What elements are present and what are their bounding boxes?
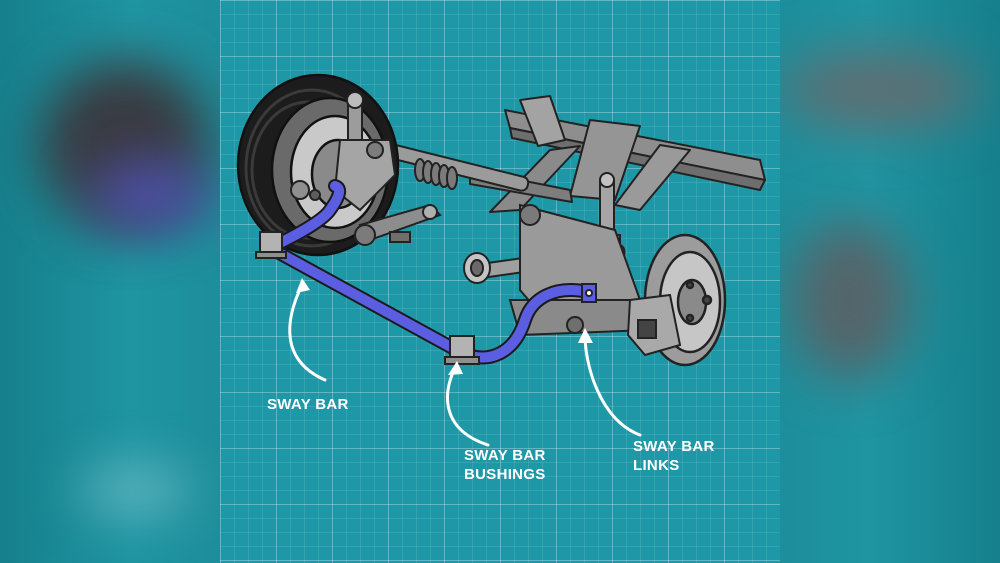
suspension-illustration xyxy=(236,73,766,447)
sway-bar-link xyxy=(581,283,597,303)
right-blurred-background xyxy=(780,0,1000,563)
right-blurred-wheel xyxy=(790,220,910,380)
sway-bar-bushings-label-line1: SWAY BAR xyxy=(464,447,546,464)
sway-bar-arrow xyxy=(288,283,327,382)
front-lower-arm xyxy=(354,203,442,246)
bushings-arrowhead xyxy=(448,361,463,375)
chassis-frame xyxy=(469,95,766,213)
left-blurred-text xyxy=(80,470,190,510)
sway-bar-arrowhead xyxy=(296,278,310,293)
sway-bar-bushings-label-line2: BUSHINGS xyxy=(464,466,546,483)
sway-bar-links-label-line2: LINKS xyxy=(633,457,680,474)
arrows xyxy=(288,278,642,447)
sway-bar-links-label-line1: SWAY BAR xyxy=(633,438,715,455)
sway-bar-label-text: SWAY BAR xyxy=(267,396,349,413)
front-knuckle xyxy=(290,91,397,212)
left-blurred-background xyxy=(0,0,220,563)
links-arrowhead xyxy=(578,328,593,343)
steering-rack xyxy=(380,142,530,192)
sway-bar-label: SWAY BAR xyxy=(267,395,349,414)
left-blurred-bar xyxy=(90,160,210,230)
sway-bar-bushing-left xyxy=(255,231,287,259)
rear-brake-caliper xyxy=(626,293,682,357)
right-blurred-frame xyxy=(780,50,980,130)
links-arrow xyxy=(583,333,642,437)
bushings-arrow xyxy=(446,366,490,447)
sway-bar-links-label: SWAY BAR LINKS xyxy=(633,437,715,475)
sway-bar-bushing-right xyxy=(444,335,480,365)
sway-bar-bushings-label: SWAY BAR BUSHINGS xyxy=(464,446,546,484)
